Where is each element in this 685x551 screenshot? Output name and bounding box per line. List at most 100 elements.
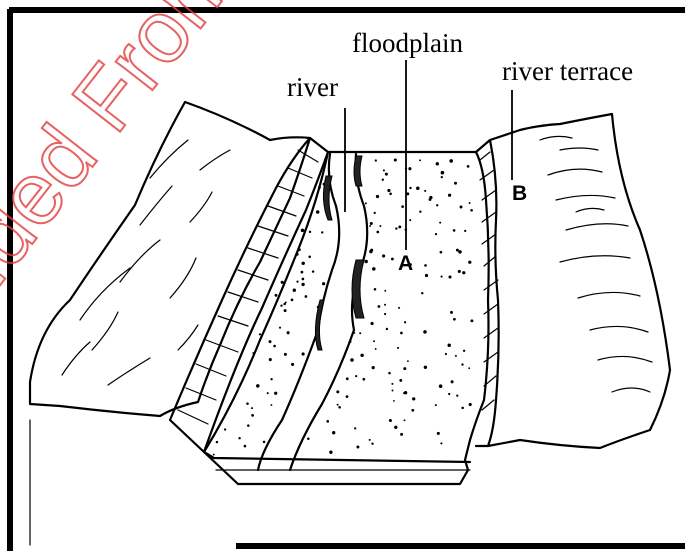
stipple-dot: [470, 209, 473, 212]
stipple-dot: [421, 292, 423, 294]
stipple-dot: [307, 437, 310, 440]
stipple-dot: [392, 390, 394, 392]
stipple-dot: [458, 250, 462, 254]
stipple-dot: [448, 275, 451, 278]
stipple-dot: [456, 394, 458, 396]
watermark-text: ...ded From: [0, 0, 257, 342]
stipple-dot: [346, 377, 349, 380]
stipple-dot: [382, 179, 384, 181]
stipple-dot: [259, 333, 261, 335]
stipple-dot: [401, 205, 404, 208]
stipple-dot: [404, 321, 406, 323]
stipple-dot: [291, 363, 294, 366]
stipple-dot: [238, 437, 240, 439]
stipple-dot: [384, 290, 386, 292]
stipple-dot: [371, 443, 373, 445]
stipple-dot: [336, 390, 339, 393]
stipple-dot: [467, 165, 470, 168]
stipple-dot: [453, 318, 456, 321]
stipple-dot: [374, 288, 377, 291]
stipple-dot: [404, 419, 406, 421]
stipple-dot: [453, 229, 456, 232]
stipple-dot: [274, 392, 277, 395]
stipple-dot: [419, 159, 421, 161]
stipple-dot: [281, 281, 284, 284]
stipple-dot: [425, 274, 428, 277]
stipple-dot: [449, 159, 453, 163]
stipple-dot: [246, 402, 249, 405]
stipple-dot: [391, 258, 394, 261]
stipple-dot: [450, 311, 453, 314]
left-bluff-hatching: [170, 138, 328, 452]
label-point-a: A: [398, 252, 413, 275]
stipple-dot: [469, 202, 471, 204]
stipple-dot: [312, 270, 314, 272]
stipple-dot: [296, 253, 299, 256]
label-river-terrace: river terrace: [502, 56, 633, 86]
stipple-dot: [305, 295, 308, 298]
stipple-dot: [354, 427, 356, 429]
stipple-dot: [375, 348, 377, 350]
stipple-dot: [451, 380, 454, 383]
stipple-dot: [279, 327, 281, 329]
stipple-dot: [394, 426, 397, 429]
stipple-dot: [332, 431, 335, 434]
stipple-dot: [369, 250, 372, 253]
stipple-dot: [408, 167, 411, 170]
stipple-dot: [389, 193, 392, 196]
stipple-dot: [407, 360, 409, 362]
label-point-b: B: [512, 182, 527, 205]
stipple-dot: [447, 343, 451, 347]
stipple-dot: [284, 353, 287, 356]
stipple-dot: [224, 428, 226, 430]
stipple-dot: [301, 271, 304, 274]
stipple-dot: [360, 354, 363, 357]
floodplain-stipple: [213, 158, 474, 455]
stipple-dot: [373, 340, 375, 342]
stipple-dot: [355, 375, 357, 377]
stipple-dot: [391, 383, 393, 385]
stipple-dot: [269, 358, 272, 361]
stipple-dot: [337, 404, 339, 406]
stipple-dot: [362, 378, 365, 381]
stipple-dot: [455, 355, 457, 357]
stipple-dot: [280, 305, 282, 307]
stipple-dot: [356, 446, 359, 449]
stipple-dot: [372, 267, 376, 271]
stipple-dot: [247, 424, 250, 427]
stipple-dot: [403, 367, 406, 370]
valley-floor-block: [204, 152, 489, 484]
stipple-dot: [398, 307, 400, 309]
stipple-dot: [383, 169, 385, 171]
stipple-dot: [424, 366, 427, 369]
stipple-dot: [338, 406, 341, 409]
stipple-dot: [424, 190, 426, 192]
stipple-dot: [397, 347, 399, 349]
stipple-dot: [424, 264, 427, 267]
stipple-dot: [256, 384, 260, 388]
stipple-dot: [269, 340, 272, 343]
stipple-dot: [321, 231, 323, 233]
stipple-dot: [395, 227, 397, 229]
stipple-dot: [213, 454, 215, 456]
stipple-dot: [385, 173, 388, 176]
stipple-dot: [376, 231, 379, 234]
stipple-dot: [384, 313, 386, 315]
stipple-dot: [416, 187, 420, 191]
stipple-dot: [429, 198, 432, 201]
stipple-dot: [437, 432, 440, 435]
stipple-dot: [371, 322, 374, 325]
stipple-dot: [284, 309, 287, 312]
stipple-dot: [273, 345, 276, 348]
stipple-dot: [470, 319, 473, 322]
stipple-dot: [463, 350, 465, 352]
stipple-dot: [329, 451, 332, 454]
stipple-dot: [423, 330, 427, 334]
stipple-dot: [326, 420, 329, 423]
stipple-dot: [441, 176, 443, 178]
label-river: river: [287, 72, 338, 102]
stipple-dot: [400, 332, 403, 335]
stipple-dot: [298, 248, 301, 251]
stipple-dot: [440, 442, 442, 444]
